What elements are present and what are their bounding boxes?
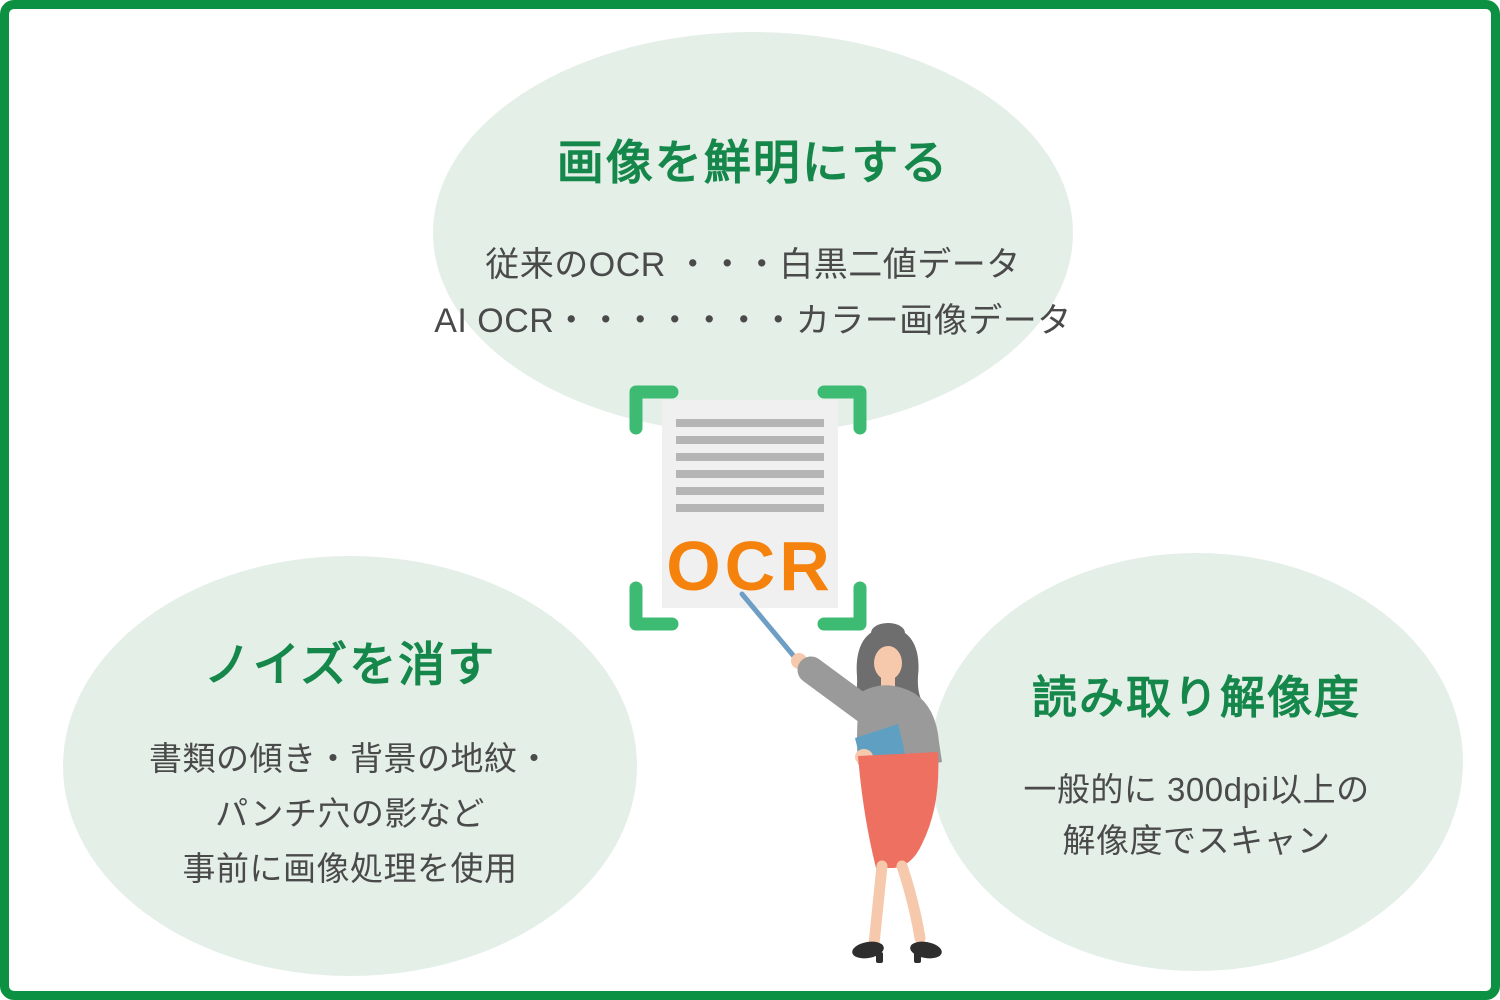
presenter-face [874, 646, 902, 680]
bubble-scan-resolution: 読み取り解像度 一般的に 300dpi以上の 解像度でスキャン [930, 553, 1463, 971]
bubble-text-line: 解像度でスキャン [1062, 822, 1331, 859]
bubble-text-line: AI OCR・・・・・・・カラー画像データ [434, 302, 1072, 340]
ocr-label: OCR [666, 527, 834, 605]
bubble-title: 読み取り解像度 [1031, 672, 1361, 723]
presenter-hand [791, 653, 807, 669]
presenter-hair-bun [871, 623, 905, 643]
bubble-title: ノイズを消す [203, 638, 497, 691]
bubble-image-clarity-content: 画像を鮮明にする 従来のOCR ・・・白黒二値データ AI OCR・・・・・・・… [433, 124, 1073, 349]
bubble-title: 画像を鮮明にする [556, 136, 950, 189]
presenter-shoes [852, 941, 942, 963]
presenter-book [855, 724, 904, 762]
presenter-leg-right [896, 860, 926, 944]
presenter-leg-left [868, 860, 888, 950]
presenter-book-lower [869, 746, 908, 778]
presenter-arm [797, 656, 882, 726]
bubble-image-clarity: 画像を鮮明にする 従来のOCR ・・・白黒二値データ AI OCR・・・・・・・… [433, 32, 1073, 434]
bubble-text-line: 従来のOCR ・・・白黒二値データ [485, 246, 1021, 284]
presenter-holding-hand [855, 749, 873, 765]
pointer-stick [739, 591, 800, 663]
bubble-noise-removal-content: ノイズを消す 書類の傾き・背景の地紋・ パンチ穴の影など 事前に画像処理を使用 [63, 626, 637, 896]
bubble-text-line: 事前に画像処理を使用 [182, 850, 518, 887]
presenter-neck [881, 672, 895, 688]
presenter-hair [846, 628, 930, 718]
bubble-text-line: 書類の傾き・背景の地紋・ [149, 740, 551, 777]
bubble-text-line: パンチ穴の影など [215, 795, 485, 832]
presenter-skirt [858, 752, 939, 868]
bubble-noise-removal: ノイズを消す 書類の傾き・背景の地紋・ パンチ穴の影など 事前に画像処理を使用 [63, 556, 637, 976]
presenter-illustration [791, 623, 942, 963]
bubble-text-line: 一般的に 300dpi以上の [1023, 771, 1370, 808]
bubble-scan-resolution-content: 読み取り解像度 一般的に 300dpi以上の 解像度でスキャン [930, 661, 1463, 866]
